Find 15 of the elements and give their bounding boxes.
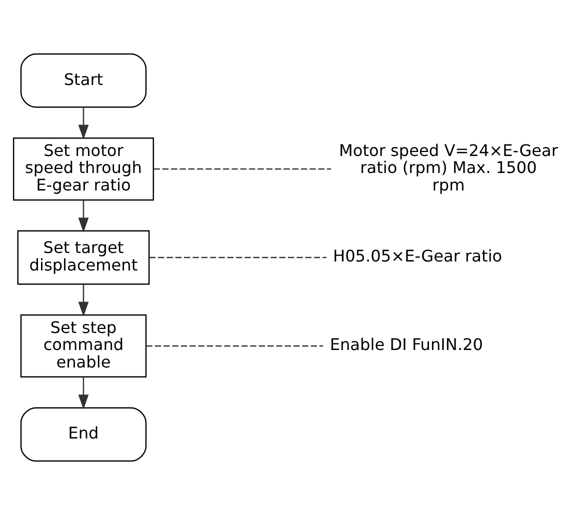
- node-box: Set step command enable: [20, 314, 147, 378]
- arrow: [78, 200, 89, 232]
- node-box: End: [20, 407, 147, 462]
- node-box: Start: [20, 53, 147, 108]
- node-text: Motor speed V=24×E-Gear ratio (rpm) Max. 1500 rpm: [338, 140, 558, 195]
- arrow: [78, 377, 89, 410]
- connector: [146, 345, 324, 347]
- connector: [149, 256, 326, 258]
- arrow: [78, 284, 89, 317]
- node-box: Set motor speed through E-gear ratio: [12, 137, 154, 201]
- arrow: [78, 108, 89, 140]
- node-text: Enable DI FunIN.20: [330, 335, 484, 354]
- connector: [154, 168, 332, 170]
- node-text: H05.05×E-Gear ratio: [333, 246, 502, 266]
- node-box: Set target displacement: [17, 230, 150, 285]
